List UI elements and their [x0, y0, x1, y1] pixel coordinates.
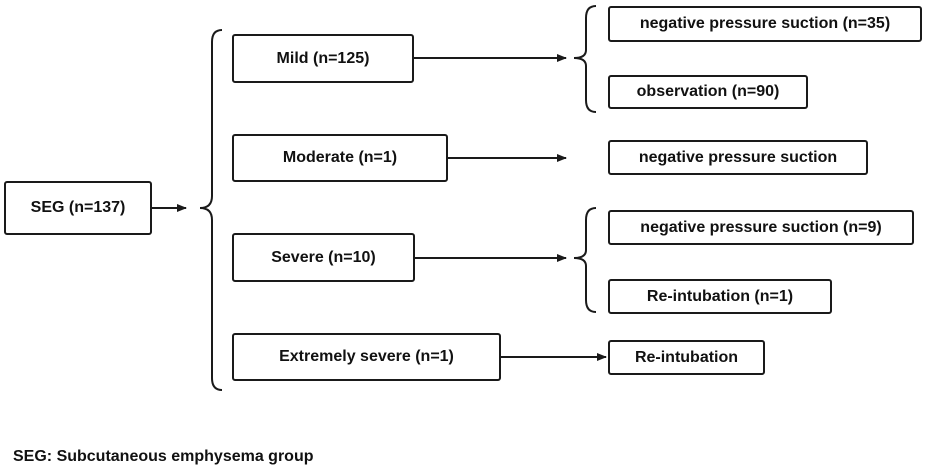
- outcome-label-moderate-suction: negative pressure suction: [638, 148, 838, 166]
- outcome-label-extremely-severe-reintubation: Re-intubation: [634, 348, 739, 366]
- outcome-box-severe-reintubation: Re-intubation (n=1): [608, 279, 832, 314]
- root-box-seg: SEG (n=137): [4, 181, 152, 235]
- severity-label-mild: Mild (n=125): [276, 49, 370, 67]
- main-brace: [199, 29, 223, 391]
- outcome-box-mild-observation: observation (n=90): [608, 75, 808, 109]
- severity-label-extremely-severe: Extremely severe (n=1): [279, 348, 454, 365]
- outcome-box-mild-suction: negative pressure suction (n=35): [608, 6, 922, 42]
- outcome-box-moderate-suction: negative pressure suction: [608, 140, 868, 175]
- outcome-box-severe-suction: negative pressure suction (n=9): [608, 210, 914, 245]
- severity-label-moderate: Moderate (n=1): [282, 149, 398, 166]
- severe-brace: [573, 207, 597, 313]
- footnote: SEG: Subcutaneous emphysema group: [13, 448, 314, 465]
- severity-box-moderate: Moderate (n=1): [232, 134, 448, 182]
- outcome-label-severe-suction: negative pressure suction (n=9): [640, 218, 882, 236]
- severity-box-severe: Severe (n=10): [232, 233, 415, 282]
- outcome-box-extremely-severe-reintubation: Re-intubation: [608, 340, 765, 375]
- severity-box-mild: Mild (n=125): [232, 34, 414, 83]
- outcome-label-mild-suction: negative pressure suction (n=35): [639, 15, 891, 32]
- mild-brace: [573, 5, 597, 113]
- root-label: SEG (n=137): [30, 199, 126, 216]
- outcome-label-mild-observation: observation (n=90): [636, 83, 780, 100]
- severity-box-extremely-severe: Extremely severe (n=1): [232, 333, 501, 381]
- severity-label-severe: Severe (n=10): [271, 248, 376, 266]
- outcome-label-severe-reintubation: Re-intubation (n=1): [646, 287, 794, 305]
